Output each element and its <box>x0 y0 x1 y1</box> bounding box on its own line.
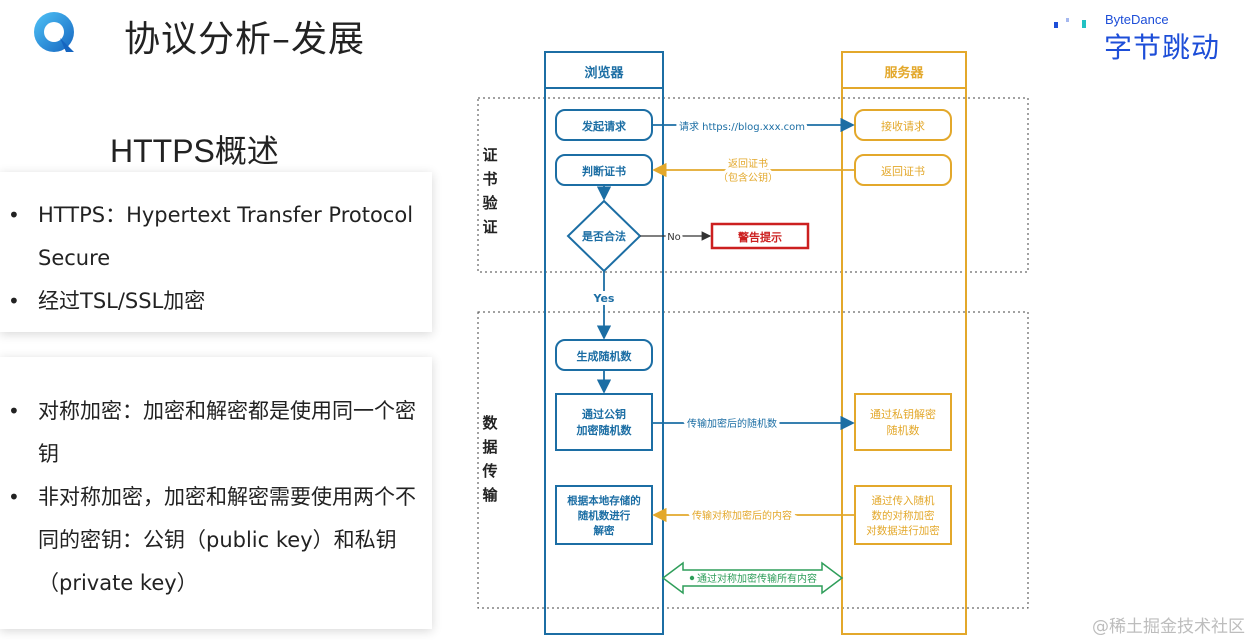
yes-label: Yes <box>593 292 615 305</box>
brand-cn: 字节跳动 <box>1104 31 1221 64</box>
section-label-char: 验 <box>482 194 498 212</box>
decrypt-local-node <box>555 485 653 545</box>
return-cert-label: 返回证书 <box>881 165 925 178</box>
decrypt-local-label: 根据本地存储的 <box>567 494 641 507</box>
return-cert-arrow-label: （包含公钥） <box>718 171 778 184</box>
warning-node <box>710 222 810 250</box>
app-logo-icon <box>34 12 74 52</box>
symmetric-double-arrow <box>661 561 844 595</box>
section-label-char: 据 <box>482 438 497 456</box>
section-heading: HTTPS概述 <box>110 133 279 169</box>
bullet-list-https: HTTPS：Hypertext Transfer Protocol Secure… <box>0 194 430 323</box>
server-lane <box>841 51 967 635</box>
is-valid-label: 是否合法 <box>581 229 626 243</box>
section-label-char: 证 <box>482 146 497 164</box>
return-cert-arrow-label: 返回证书 <box>728 158 768 170</box>
bullet-item: 对称加密：加密和解密都是使用同一个密钥 <box>0 390 430 476</box>
section-label-char: 书 <box>482 170 497 188</box>
receive-request-label: 接收请求 <box>881 119 925 133</box>
encrypt-data-label: 通过传入随机 <box>872 494 935 507</box>
transfer-random-label: 传输加密后的随机数 <box>687 417 777 430</box>
server-lane-title: 服务器 <box>884 65 924 81</box>
no-label: No <box>667 232 681 243</box>
encrypt-random-label: 通过公钥 <box>582 407 626 421</box>
transfer-content-label: 传输对称加密后的内容 <box>692 509 792 522</box>
cert-section-box <box>477 97 1029 273</box>
browser-lane <box>544 51 664 635</box>
encrypt-data-label: 对数据进行加密 <box>866 524 940 537</box>
encrypt-data-node <box>854 485 952 545</box>
judge-cert-label: 判断证书 <box>582 164 626 178</box>
symmetric-arrow-label: 通过对称加密传输所有内容 <box>697 572 817 585</box>
brand-en: ByteDance <box>1105 12 1169 27</box>
section-label-char: 传 <box>481 462 497 480</box>
decrypt-private-label: 随机数 <box>887 423 920 437</box>
decrypt-private-label: 通过私钥解密 <box>870 407 936 421</box>
section-label-char: 证 <box>482 218 497 236</box>
section-label-char: 输 <box>482 486 498 504</box>
bullet-item: 经过TSL/SSL加密 <box>0 280 430 323</box>
encrypt-random-label: 加密随机数 <box>576 423 633 437</box>
data-section-box <box>477 311 1029 609</box>
send-request-label: 发起请求 <box>581 119 627 133</box>
decrypt-local-label: 随机数进行 <box>578 509 631 522</box>
decrypt-local-label: 解密 <box>593 524 615 537</box>
encrypt-random-node <box>555 393 653 451</box>
gen-random-label: 生成随机数 <box>577 349 633 363</box>
request-arrow-label: 请求 https://blog.xxx.com <box>679 120 805 133</box>
decrypt-private-node <box>854 393 952 451</box>
bullet-list-encryption: 对称加密：加密和解密都是使用同一个密钥 非对称加密，加密和解密需要使用两个不同的… <box>0 390 430 605</box>
browser-lane-title: 浏览器 <box>584 65 624 81</box>
bullet-item: 非对称加密，加密和解密需要使用两个不同的密钥：公钥（public key）和私钥… <box>0 476 430 605</box>
bytedance-logo-icon <box>1054 18 1086 28</box>
encrypt-data-label: 数的对称加密 <box>872 509 935 522</box>
receive-request-node <box>854 109 952 141</box>
page-title: 协议分析–发展 <box>124 19 366 60</box>
watermark: @稀土掘金技术社区 <box>1092 617 1245 637</box>
bullet-item: HTTPS：Hypertext Transfer Protocol Secure <box>0 194 430 280</box>
warning-label: 警告提示 <box>737 230 782 244</box>
section-label-char: 数 <box>482 414 498 432</box>
